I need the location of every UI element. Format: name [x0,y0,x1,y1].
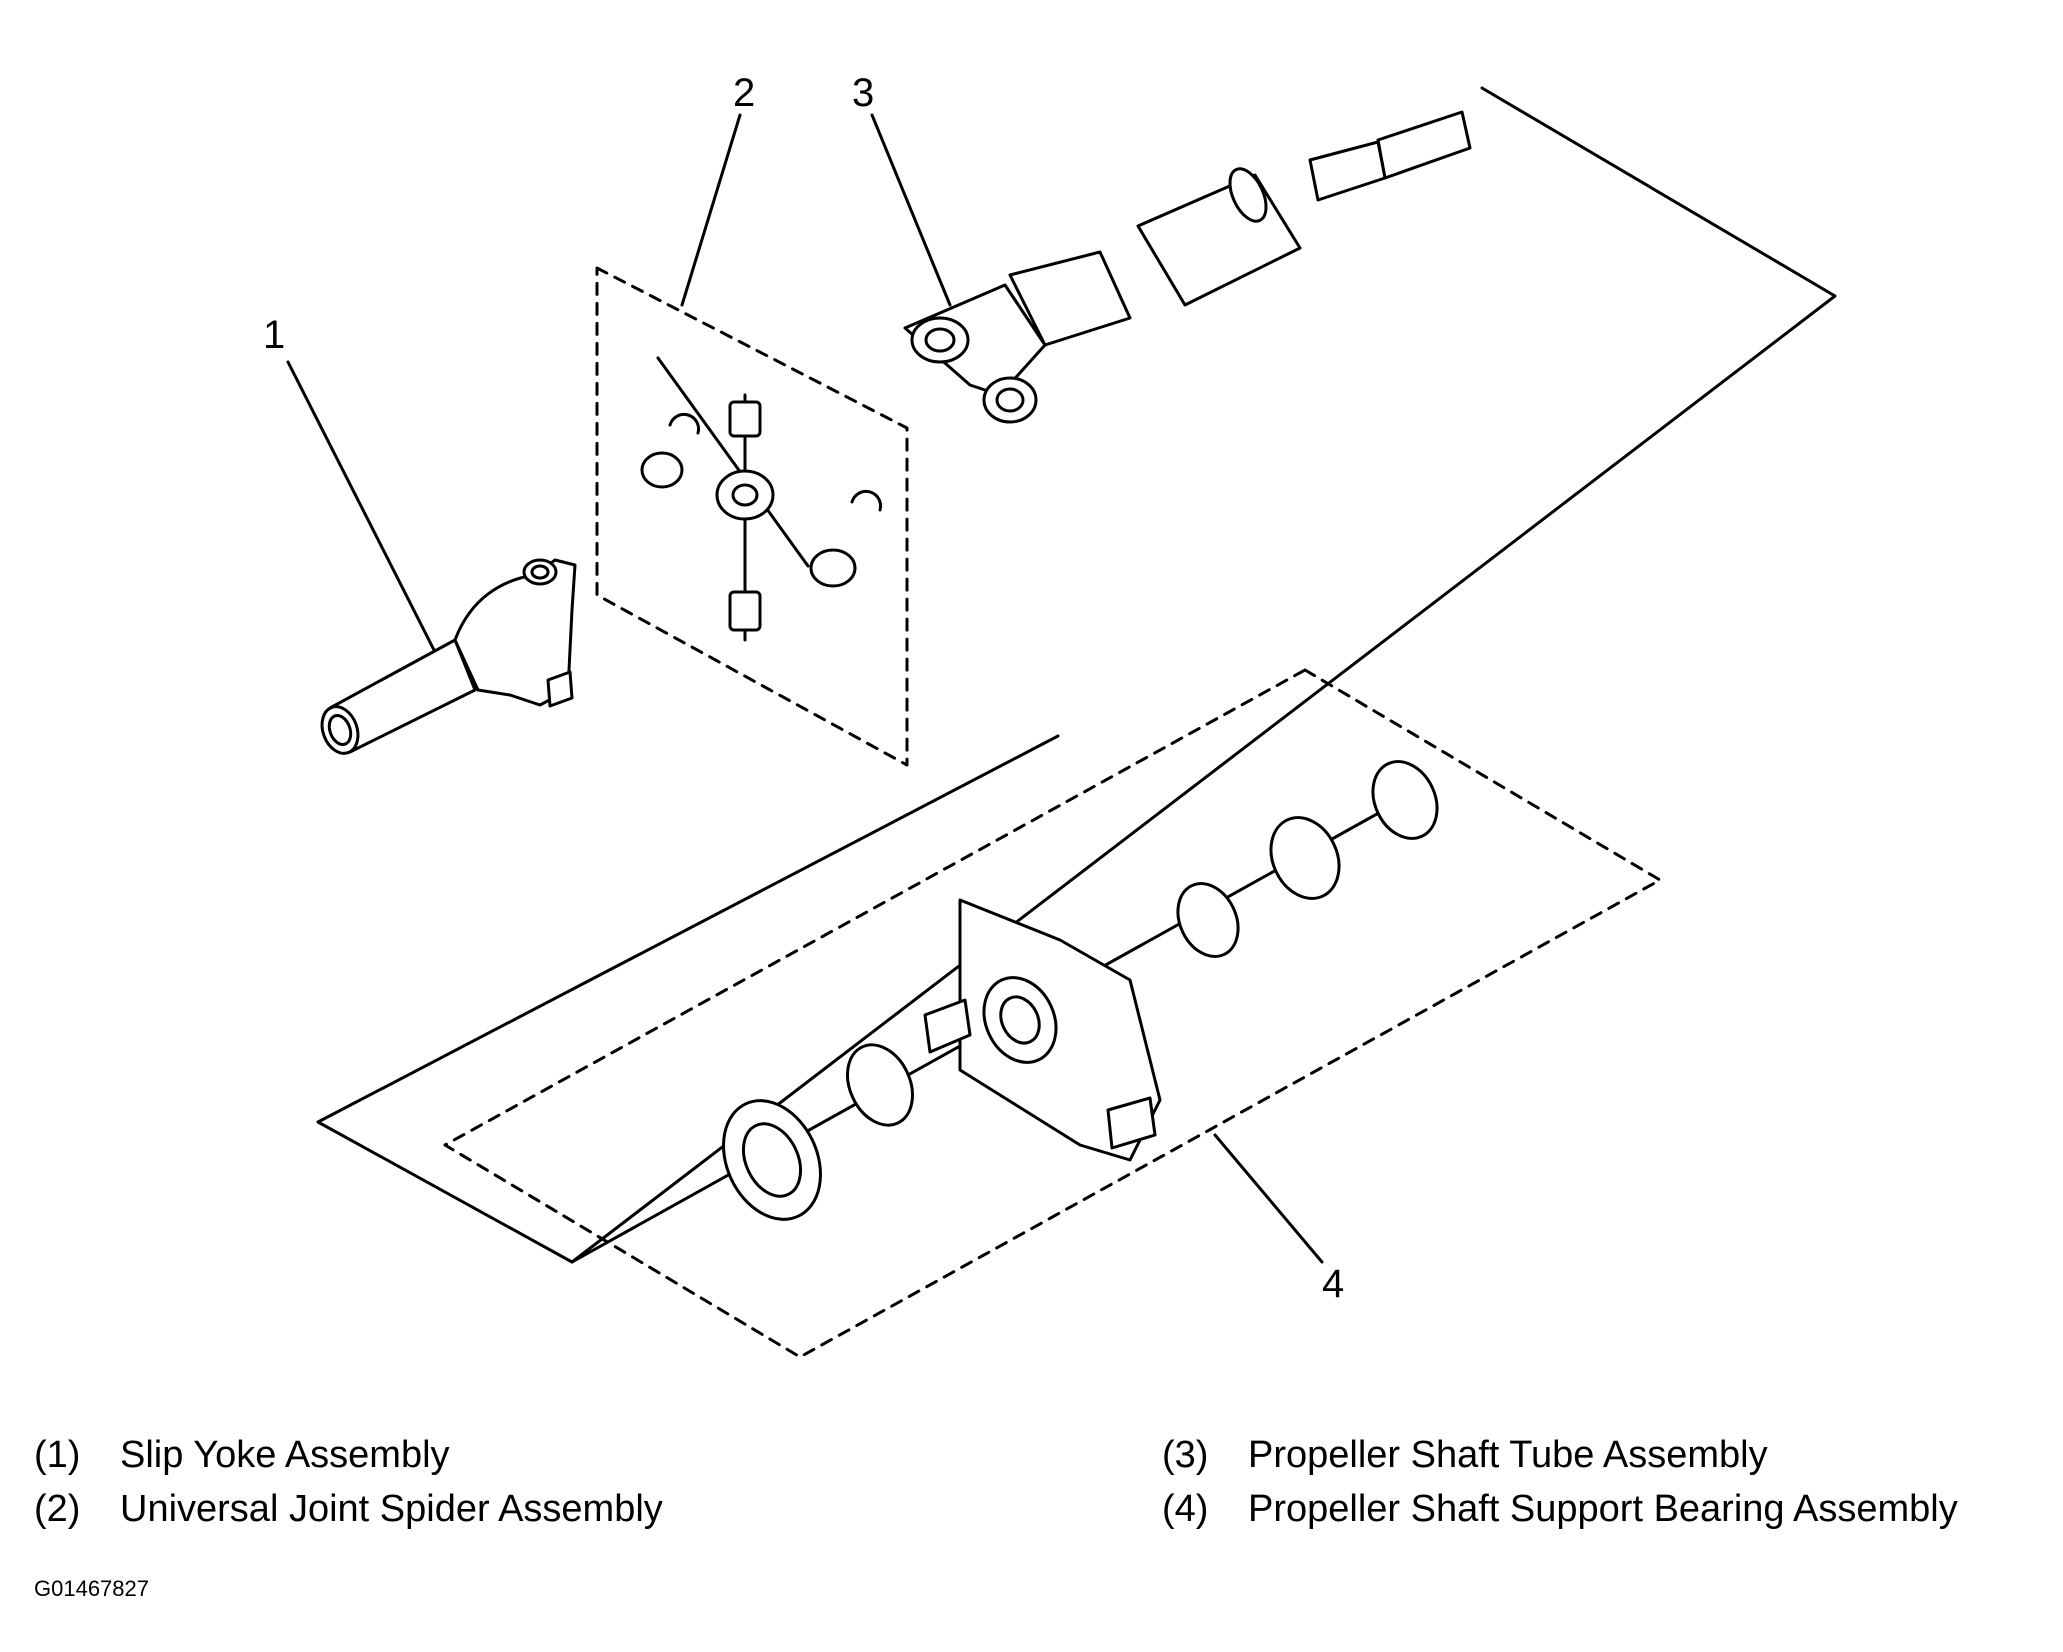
legend-item-4-text: Propeller Shaft Support Bearing Assembly [1248,1488,1958,1530]
spider-drawing [640,356,883,642]
leader-line-1 [286,360,436,652]
legend-item-1: (1) Slip Yoke Assembly [34,1428,450,1482]
legend-item-4: (4) Propeller Shaft Support Bearing Assem… [1162,1482,1958,1536]
support-bearing-drawing [570,760,1439,1264]
shaft-tube-drawing [903,110,1472,424]
legend-item-2-text: Universal Joint Spider Assembly [120,1488,663,1530]
legend-item-1-number: (1) [34,1434,81,1476]
leader-line-4 [1213,1133,1324,1264]
callout-1: 1 [263,313,285,357]
legend-item-1-text: Slip Yoke Assembly [120,1434,450,1476]
slip-yoke-drawing [320,558,577,755]
legend-item-3-text: Propeller Shaft Tube Assembly [1248,1434,1768,1476]
leader-line-3 [870,113,952,307]
legend-item-2: (2) Universal Joint Spider Assembly [34,1482,663,1536]
figure-id: G01467827 [34,1576,149,1601]
legend-item-2-number: (2) [34,1488,81,1530]
callout-4: 4 [1322,1262,1344,1306]
legend-item-3-number: (3) [1162,1434,1209,1476]
legend-item-4-number: (4) [1162,1488,1209,1530]
callout-2: 2 [733,71,755,115]
legend-item-3: (3) Propeller Shaft Tube Assembly [1162,1428,1768,1482]
leader-line-2 [680,113,742,307]
spider-group-box [595,266,909,767]
callout-3: 3 [852,71,874,115]
